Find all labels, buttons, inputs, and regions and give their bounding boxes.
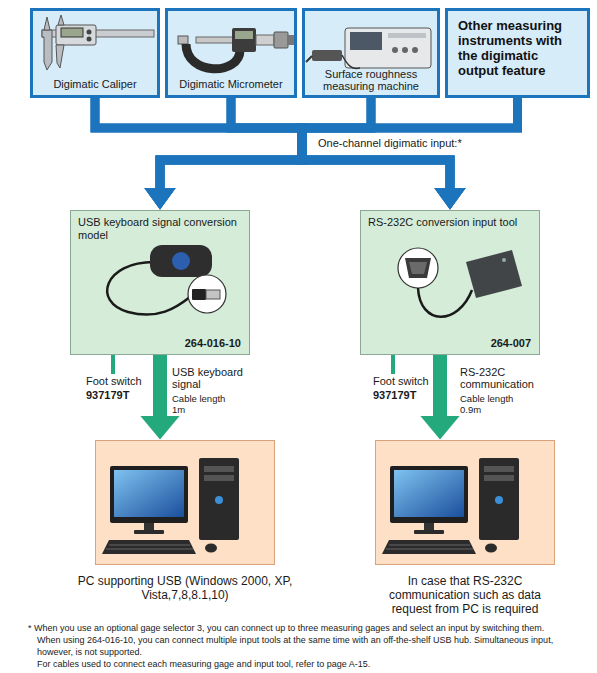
- paper-slot: [388, 33, 426, 38]
- instrument-box: Digimatic Caliper: [30, 8, 160, 98]
- part-number: 937179T: [86, 389, 166, 401]
- plug-callout: [188, 275, 226, 313]
- converter-box: RS-232C conversion input tool 264-007: [360, 210, 540, 355]
- instrument-name: Other measuring instruments with the dig…: [458, 18, 581, 78]
- converter-button: [172, 252, 190, 270]
- foot-switch-wire: [111, 355, 115, 374]
- converter-body: [150, 245, 212, 277]
- part-number: 264-007: [491, 337, 531, 349]
- pc-caption: PC supporting USB (Windows 2000, XP, Vis…: [74, 574, 296, 602]
- converter-name: USB keyboard signal conversion model: [78, 216, 243, 242]
- pc-illustration: [382, 458, 519, 554]
- micrometer-thimble: [274, 32, 288, 48]
- micrometer-display: [235, 31, 253, 39]
- converter-led: [502, 258, 506, 262]
- signal-arrow: [153, 355, 167, 416]
- cable: [342, 55, 360, 68]
- caliper-jaw: [44, 17, 50, 30]
- part-number: 264-016-10: [185, 337, 241, 349]
- instrument-box: Digimatic Micrometer: [165, 8, 297, 98]
- micrometer-anvil: [178, 36, 188, 44]
- plug-callout: [398, 248, 438, 288]
- micrometer-ratchet: [288, 35, 294, 45]
- footnote: When using 264-016-10, you can connect m…: [37, 634, 590, 658]
- signal-label: USB keyboard signal: [172, 366, 254, 390]
- part-number: 937179T: [373, 389, 453, 401]
- cable-length: Cable length 0.9m: [460, 393, 524, 415]
- tester-key: [412, 47, 418, 53]
- signal-arrow: [433, 355, 447, 416]
- foot-switch-label: Foot switch: [86, 375, 166, 387]
- footnote: For cables used to connect each measurin…: [37, 658, 590, 670]
- instrument-box: Surface roughness measuring machine: [302, 8, 440, 98]
- converter-box: USB keyboard signal conversion model 264-…: [70, 210, 250, 355]
- input-bus-arrow: [95, 98, 302, 188]
- pc-box: PC supporting USB (Windows 2000, XP, Vis…: [95, 440, 275, 565]
- tester-body: [345, 28, 431, 68]
- tester-key: [402, 47, 408, 53]
- footnote: * When you use an optional gage selector…: [28, 622, 590, 634]
- cable: [107, 262, 190, 315]
- cable-length: Cable length 1m: [172, 393, 234, 415]
- foot-switch-wire: [391, 355, 395, 374]
- caliper-jaw: [56, 45, 64, 68]
- instrument-name: Surface roughness measuring machine: [309, 68, 433, 92]
- drive-unit: [312, 50, 342, 61]
- micrometer-body: [232, 28, 256, 52]
- pc-box: In case that RS-232C communication such …: [375, 440, 555, 565]
- caliper-button: [87, 30, 92, 35]
- converter-body: [466, 250, 522, 298]
- instrument-box: Other measuring instruments with the dig…: [445, 8, 590, 98]
- caliper-display: [61, 28, 83, 37]
- signal-label: RS-232C communication: [460, 366, 542, 390]
- micrometer-spindle: [196, 37, 236, 43]
- input-bus-arrow: [302, 98, 518, 188]
- micrometer-sleeve: [256, 35, 274, 45]
- cable: [418, 288, 472, 317]
- converter-name: RS-232C conversion input tool: [368, 216, 533, 229]
- instrument-name: Digimatic Caliper: [33, 78, 157, 90]
- caliper-slider: [56, 25, 96, 45]
- caliper-beam: [42, 30, 154, 37]
- usb-plug: [192, 289, 206, 300]
- pc-caption: In case that RS-232C communication such …: [381, 574, 549, 616]
- db9-pins: [409, 262, 427, 274]
- caliper-jaw: [58, 15, 64, 25]
- caliper-jaw: [42, 30, 52, 70]
- micrometer-frame: [186, 44, 240, 69]
- bus-label: One-channel digimatic input:*: [318, 137, 518, 149]
- pc-illustration: [102, 458, 239, 554]
- instrument-name: Digimatic Micrometer: [168, 78, 294, 90]
- tester-display: [350, 32, 382, 50]
- tester-key: [392, 47, 398, 53]
- stylus: [306, 56, 312, 62]
- usb-plug-metal: [206, 290, 220, 299]
- caliper-button: [87, 37, 92, 42]
- db9-connector: [405, 258, 431, 278]
- foot-switch-label: Foot switch: [373, 375, 453, 387]
- input-bus-arrow: [160, 98, 518, 188]
